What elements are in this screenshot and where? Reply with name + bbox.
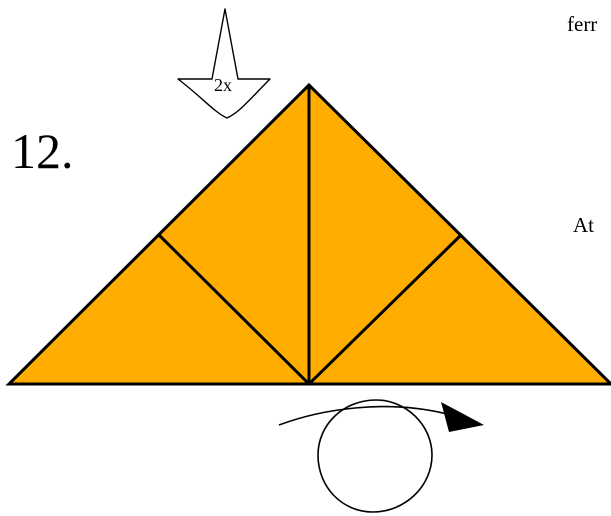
turn-over-arrow-path — [278, 405, 448, 426]
left-crease — [157, 233, 311, 386]
turn-over-arrowhead-icon — [441, 402, 484, 432]
right-crease — [307, 234, 462, 386]
turn-over-arrow-icon — [278, 399, 484, 513]
valley-fold-arrow-shape — [177, 8, 271, 119]
step-number: 12. — [11, 123, 74, 179]
turn-over-loop-icon — [317, 399, 433, 513]
cropped-text-middle-right: At — [573, 213, 594, 237]
valley-fold-arrow-icon — [177, 8, 271, 119]
repeat-count-label: 2x — [214, 75, 232, 95]
cropped-text-top-right: ferr — [567, 12, 598, 36]
